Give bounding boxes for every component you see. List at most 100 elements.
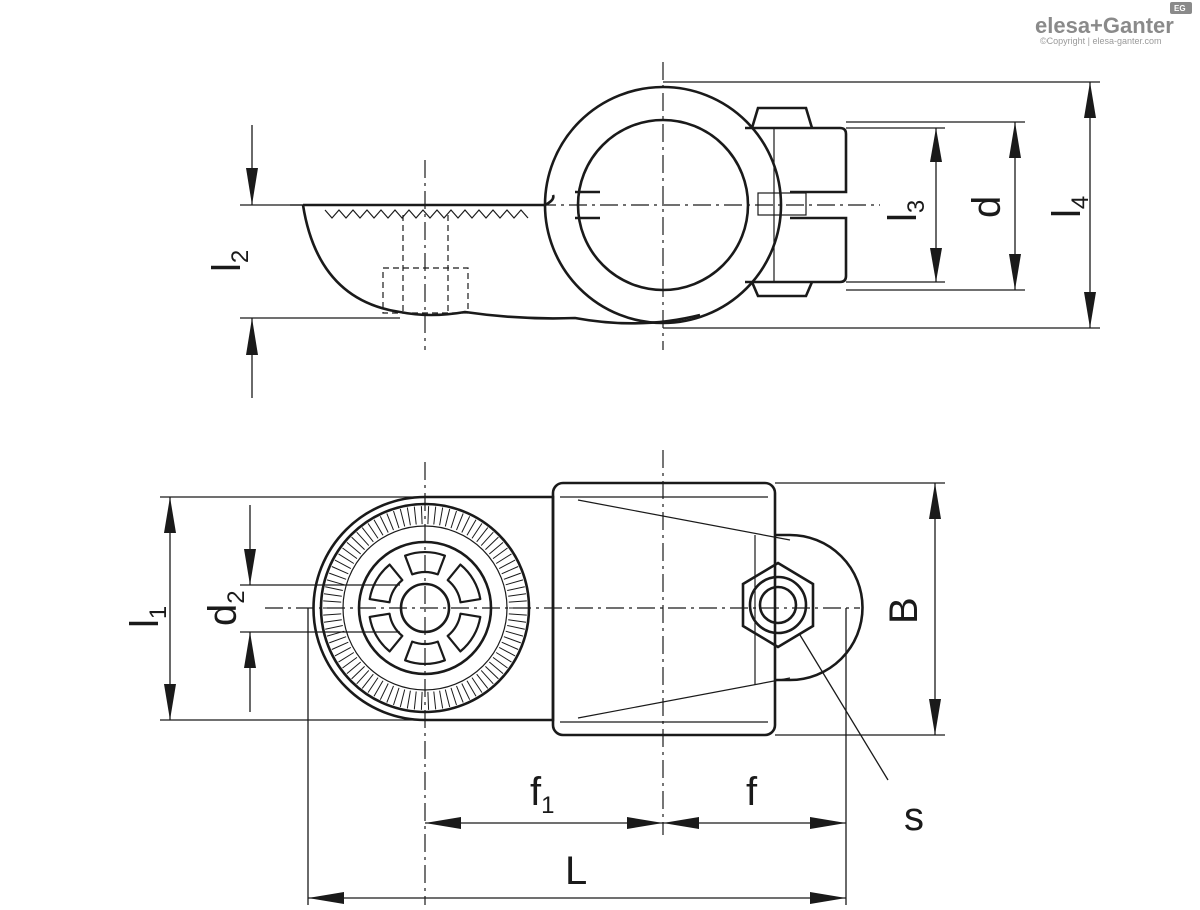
serration-tooth [444,508,451,527]
label-l1: l1 [123,606,172,628]
serration-tooth [379,516,389,533]
serration-tooth [386,685,394,703]
label-s: s [904,795,924,839]
serration-tooth [508,600,527,603]
dimension-f: f [663,770,846,829]
serration-tooth [466,519,477,536]
serration-tooth [346,542,362,555]
serration-tooth [485,536,499,550]
disc-pocket [404,640,446,665]
serration-tooth [450,687,457,706]
label-f: f [746,770,758,814]
serration-tooth [505,630,524,637]
serration-tooth [323,619,342,623]
serration-tooth [334,559,352,570]
serration-tooth [488,661,504,674]
serration-tooth [367,523,379,539]
dimension-l1: l1 [123,497,176,720]
serration-tooth [507,586,525,591]
taper-line-top [577,499,791,541]
serration-tooth [393,687,400,706]
dimension-l4: l4 [1045,82,1096,328]
serration-tooth [346,661,362,674]
dimension-B: B [882,483,941,735]
serration-tooth [373,519,384,536]
label-B: B [882,597,926,624]
serration-tooth [480,670,494,685]
serration-tooth [361,527,374,543]
brand-badge-label: EG [1174,4,1186,13]
brand-logo: elesa+Ganter EG ©Copyright | elesa-gante… [1035,2,1192,46]
clamp-lug [775,533,864,682]
serration-tooth [501,641,519,650]
serration-tooth [492,547,508,560]
serration-tooth [456,513,464,531]
serration-tooth [399,508,406,527]
serration-tooth [471,523,483,539]
disc-pocket [368,612,404,653]
serration-tooth [427,691,430,710]
serration-tooth [323,613,342,616]
serration-tooth [505,579,524,586]
label-f1: f1 [530,770,554,819]
serration-tooth [492,656,508,669]
dimension-f1: f1 [425,770,663,829]
serration-tooth [406,690,411,709]
serration-tooth [439,507,444,526]
serration-tooth [356,670,370,685]
serration-tooth [507,625,525,630]
serration-tooth [331,641,349,650]
serration-tooth [476,673,489,689]
serration-tooth [466,680,477,697]
clamp-block [551,481,777,737]
serration-tooth [427,506,430,525]
disc-serrations [323,506,527,710]
arm-body-outline [312,495,555,722]
serration-tooth [433,691,437,710]
serration-tooth [329,636,347,644]
serration-tooth [338,652,355,663]
serration-tooth [399,689,406,708]
serration-tooth [461,516,471,533]
taper-line-bottom [577,677,791,719]
screw-head-top [750,106,814,129]
label-l4: l4 [1045,196,1094,218]
top-view: l2 l3 d l4 [205,62,1100,398]
clamp-lug-lower [745,216,848,284]
serration-tooth [439,690,444,709]
serration-tooth [461,683,471,700]
serration-tooth [325,586,343,591]
serration-tooth [361,673,374,689]
serration-tooth [323,600,342,603]
serration-tooth [325,625,343,630]
serration-tooth [342,656,358,669]
arm-top-edge [303,194,555,207]
serration-tooth [498,559,516,570]
disc-pocket [446,563,482,604]
serration-profile [324,209,529,219]
dimension-L: L [308,849,846,904]
serration-tooth [508,613,527,616]
serration-tooth [471,677,483,693]
serration-tooth [485,666,499,680]
serration-tooth [367,677,379,693]
dimension-s: s [799,634,924,839]
serration-tooth [420,506,423,525]
label-d2: d2 [201,590,250,626]
serration-tooth [488,542,504,555]
serration-tooth [456,685,464,703]
serration-tooth [503,572,521,580]
serration-tooth [323,593,342,597]
disc-pockets [368,551,482,665]
serration-tooth [351,666,365,680]
serration-tooth [476,527,489,543]
label-L: L [565,849,587,893]
serration-tooth [338,553,355,564]
serration-tooth [503,636,521,644]
screw-nut-bottom [750,281,814,298]
serration-tooth [495,553,512,564]
brand-badge [1170,2,1192,14]
serration-tooth [413,691,417,710]
disc-pocket [368,563,404,604]
